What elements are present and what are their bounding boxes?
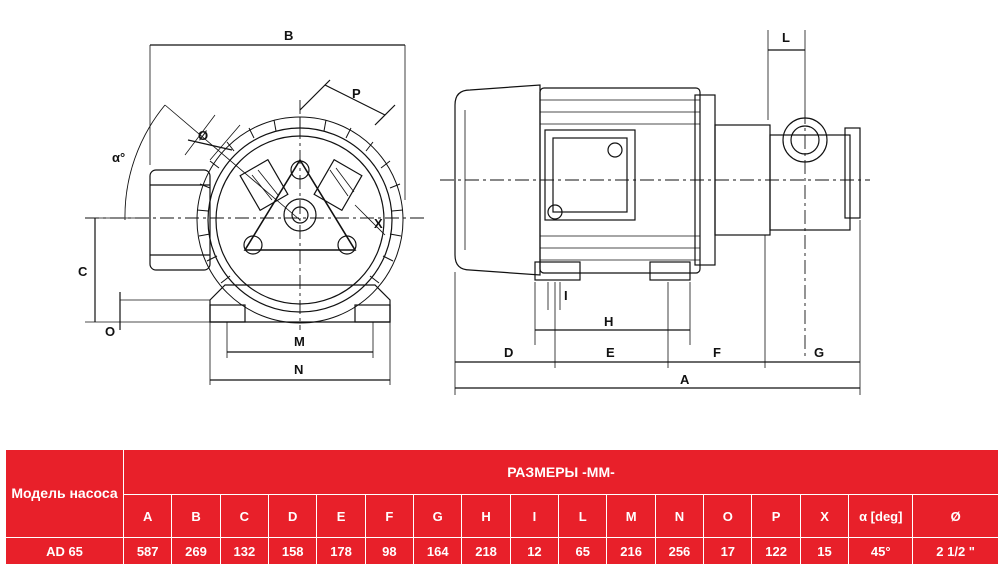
column-header: G — [413, 494, 462, 538]
column-header: A — [122, 494, 172, 538]
motor-front-view — [85, 44, 425, 385]
column-header: I — [509, 494, 559, 538]
dim-label-A: A — [680, 372, 690, 387]
dim-label-E: E — [606, 345, 615, 360]
column-header: M — [606, 494, 656, 538]
value-cell: 132 — [219, 537, 269, 564]
column-header: α [deg] — [848, 494, 913, 538]
column-header: N — [654, 494, 704, 538]
value-cell: 98 — [364, 537, 414, 564]
value-cell: 122 — [751, 537, 801, 564]
column-header: E — [316, 494, 366, 538]
dim-label-F: F — [713, 345, 721, 360]
value-cell: 17 — [703, 537, 752, 564]
column-header: L — [558, 494, 607, 538]
dim-label-P: P — [352, 86, 361, 101]
column-header: P — [751, 494, 801, 538]
dim-label-B: B — [284, 28, 293, 43]
value-cell: 178 — [316, 537, 366, 564]
value-cell: 216 — [606, 537, 656, 564]
dimensions-table: Модель насоса РАЗМЕРЫ -ММ- A B C D E F G… — [5, 449, 998, 564]
model-cell: AD 65 — [5, 537, 124, 564]
column-header: B — [171, 494, 221, 538]
dim-label-O: O — [105, 324, 115, 339]
dim-label-diameter: Ø — [198, 128, 208, 143]
value-cell: 164 — [413, 537, 462, 564]
column-header-row: A B C D E F G H I L M N O P X α [deg] Ø — [6, 494, 998, 538]
value-cell: 587 — [122, 537, 172, 564]
value-cell: 65 — [558, 537, 607, 564]
value-cell: 256 — [654, 537, 704, 564]
table-row: AD 65 587 269 132 158 178 98 164 218 12 … — [5, 537, 998, 564]
value-cell: 12 — [509, 537, 559, 564]
dim-label-H: H — [604, 314, 613, 329]
dim-label-M: M — [294, 334, 305, 349]
value-cell: 158 — [268, 537, 317, 564]
column-header: H — [461, 494, 511, 538]
column-header: X — [799, 494, 849, 538]
dim-label-G: G — [814, 345, 824, 360]
dimensions-group-header: РАЗМЕРЫ -ММ- — [123, 449, 998, 495]
dim-label-D: D — [504, 345, 513, 360]
column-header: F — [364, 494, 414, 538]
pump-side-view — [440, 30, 870, 395]
dim-label-C: C — [78, 264, 88, 279]
pump-dimension-drawing: B P Ø α° X C O M N L I H D E F G A — [78, 28, 870, 395]
column-header: D — [268, 494, 317, 538]
value-cell: 269 — [171, 537, 221, 564]
model-header: Модель насоса — [5, 449, 124, 538]
column-header: Ø — [912, 494, 998, 538]
dim-label-X: X — [374, 216, 383, 231]
value-cell: 15 — [799, 537, 849, 564]
dim-label-alpha: α° — [112, 150, 125, 165]
dim-label-N: N — [294, 362, 303, 377]
column-header: O — [703, 494, 752, 538]
column-header: C — [219, 494, 269, 538]
value-cell: 45° — [848, 537, 913, 564]
value-cell: 2 1/2 " — [912, 537, 998, 564]
value-cell: 218 — [461, 537, 511, 564]
dim-label-I: I — [564, 288, 568, 303]
dim-label-L: L — [782, 30, 790, 45]
